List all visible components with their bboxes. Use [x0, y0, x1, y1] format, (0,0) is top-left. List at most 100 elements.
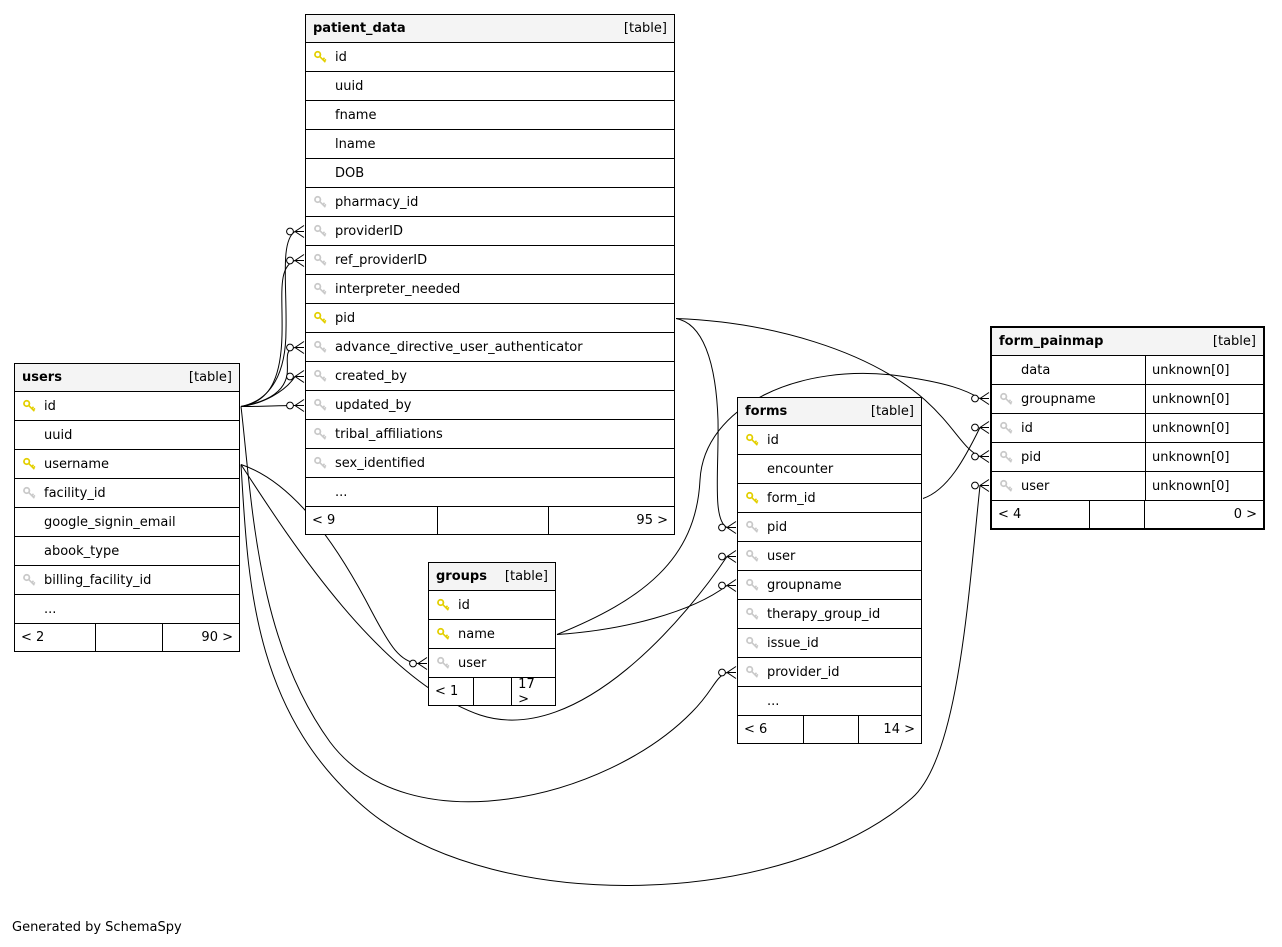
- foreign-key-icon: [999, 392, 1014, 407]
- foreign-key-icon: [313, 427, 328, 442]
- column-name: id: [335, 49, 347, 65]
- table-name: form_painmap: [999, 334, 1104, 349]
- column-patient_data-updated_by: updated_by: [306, 391, 674, 420]
- crowfoot-marker: [718, 579, 737, 592]
- column-name: provider_id: [767, 664, 840, 680]
- footer-middle: [438, 507, 549, 534]
- column-patient_data-created_by: created_by: [306, 362, 674, 391]
- column-name: interpreter_needed: [335, 281, 461, 297]
- relationship-edge: [675, 318, 728, 528]
- column-name: ref_providerID: [335, 252, 428, 268]
- no-key-spacer: [313, 79, 328, 94]
- no-key-spacer: [999, 363, 1014, 378]
- foreign-key-icon: [745, 520, 760, 535]
- foreign-key-icon: [313, 369, 328, 384]
- relationship-edge: [675, 318, 981, 457]
- no-key-spacer: [22, 428, 37, 443]
- column-name: fname: [335, 107, 377, 123]
- column-forms-therapy_group_id: therapy_group_id: [738, 600, 921, 629]
- column-patient_data-ref_providerID: ref_providerID: [306, 246, 674, 275]
- column-patient_data-providerID: providerID: [306, 217, 674, 246]
- column-forms-issue_id: issue_id: [738, 629, 921, 658]
- column-patient_data-uuid: uuid: [306, 72, 674, 101]
- column-name: username: [44, 456, 109, 472]
- column-name: therapy_group_id: [767, 606, 881, 622]
- crowfoot-marker: [971, 450, 990, 463]
- footer-row-count: 95 >: [636, 513, 668, 528]
- footer-degree: < 6: [738, 716, 804, 743]
- column-name: ...: [44, 601, 57, 617]
- column-name: user: [767, 548, 796, 564]
- foreign-key-icon: [313, 398, 328, 413]
- column-groups-id: id: [429, 591, 555, 620]
- column-name: created_by: [335, 368, 407, 384]
- table-tag: [table]: [504, 569, 548, 584]
- crowfoot-marker: [718, 521, 737, 534]
- column-forms-...: ...: [738, 687, 921, 716]
- primary-key-icon: [436, 598, 451, 613]
- column-users-uuid: uuid: [15, 421, 239, 450]
- column-name: form_id: [767, 490, 816, 506]
- column-patient_data-interpreter_needed: interpreter_needed: [306, 275, 674, 304]
- foreign-key-icon: [999, 421, 1014, 436]
- column-patient_data-DOB: DOB: [306, 159, 674, 188]
- column-type: unknown[0]: [1145, 356, 1263, 384]
- crowfoot-marker: [971, 392, 990, 405]
- column-patient_data-id: id: [306, 43, 674, 72]
- column-patient_data-pharmacy_id: pharmacy_id: [306, 188, 674, 217]
- table-header-patient_data[interactable]: patient_data[table]: [306, 15, 674, 43]
- foreign-key-icon: [313, 224, 328, 239]
- crowfoot-marker: [286, 341, 305, 354]
- table-name: users: [22, 370, 62, 385]
- column-name: name: [458, 626, 495, 642]
- column-type: unknown[0]: [1145, 472, 1263, 500]
- column-patient_data-advance_directive_user_authenticator: advance_directive_user_authenticator: [306, 333, 674, 362]
- foreign-key-icon: [745, 549, 760, 564]
- footer-degree: < 1: [429, 678, 475, 705]
- column-users-abook_type: abook_type: [15, 537, 239, 566]
- table-header-groups[interactable]: groups[table]: [429, 563, 555, 591]
- column-patient_data-fname: fname: [306, 101, 674, 130]
- column-name: advance_directive_user_authenticator: [335, 339, 583, 355]
- column-users-...: ...: [15, 595, 239, 624]
- column-forms-encounter: encounter: [738, 455, 921, 484]
- crowfoot-marker: [718, 666, 737, 679]
- foreign-key-icon: [313, 195, 328, 210]
- foreign-key-icon: [745, 578, 760, 593]
- table-header-users[interactable]: users[table]: [15, 364, 239, 392]
- relationship-edge: [240, 464, 419, 664]
- column-name: groupname: [1021, 391, 1096, 407]
- footer-middle: [1090, 501, 1145, 528]
- primary-key-icon: [313, 311, 328, 326]
- column-name: lname: [335, 136, 376, 152]
- column-form_painmap-groupname: groupname unknown[0]: [992, 385, 1263, 414]
- table-header-forms[interactable]: forms[table]: [738, 398, 921, 426]
- table-tag: [table]: [870, 404, 914, 419]
- column-users-username: username: [15, 450, 239, 479]
- column-forms-form_id: form_id: [738, 484, 921, 513]
- relationship-edge: [240, 406, 728, 803]
- column-users-billing_facility_id: billing_facility_id: [15, 566, 239, 595]
- footer-degree: < 9: [306, 507, 439, 534]
- primary-key-icon: [22, 399, 37, 414]
- footer-row-count: 17 >: [518, 676, 535, 707]
- column-type: unknown[0]: [1145, 385, 1263, 413]
- column-forms-user: user: [738, 542, 921, 571]
- column-name: groupname: [767, 577, 842, 593]
- table-footer: < 1 17 >: [429, 676, 555, 707]
- table-header-form_painmap[interactable]: form_painmap[table]: [992, 328, 1263, 356]
- column-users-google_signin_email: google_signin_email: [15, 508, 239, 537]
- no-key-spacer: [22, 602, 37, 617]
- crowfoot-marker: [971, 479, 990, 492]
- footer-row-count: 0 >: [1233, 507, 1257, 522]
- column-name: uuid: [335, 78, 364, 94]
- column-name: tribal_affiliations: [335, 426, 443, 442]
- relationship-edge: [556, 585, 728, 635]
- column-name: uuid: [44, 427, 73, 443]
